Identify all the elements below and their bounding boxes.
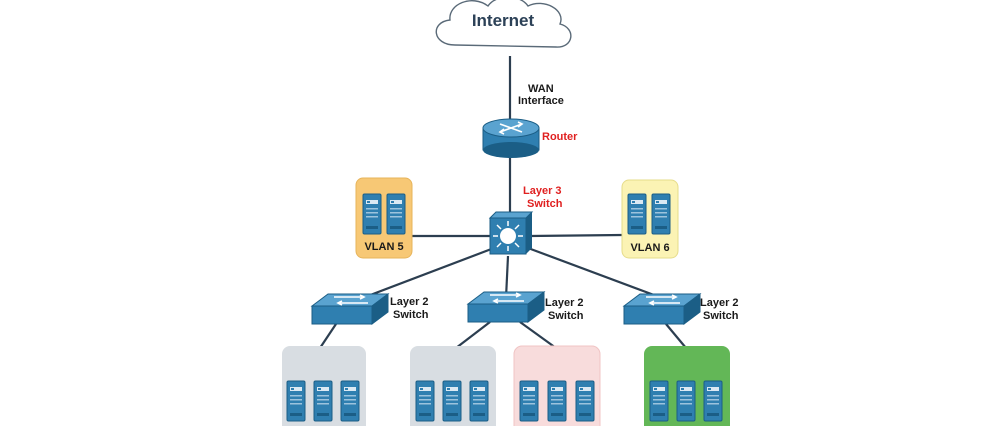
layer3-switch-label-line2: Switch bbox=[527, 198, 563, 210]
layer2-switch-3-label-line1: Layer 2 bbox=[700, 297, 739, 309]
switch-icon bbox=[623, 293, 701, 325]
layer3-switch: Layer 3 Switch bbox=[488, 185, 563, 255]
layer2-switch-2: Layer 2 Switch bbox=[467, 291, 584, 323]
server-icon bbox=[627, 193, 647, 235]
layer2-switch-2-label-line2: Switch bbox=[548, 310, 584, 322]
server-icon bbox=[362, 193, 382, 235]
server-icon bbox=[651, 193, 671, 235]
server-icon bbox=[313, 380, 333, 422]
server-group-gray-left bbox=[282, 346, 366, 426]
server-icon bbox=[547, 380, 567, 422]
vlan5-label: VLAN 5 bbox=[364, 241, 403, 253]
vlan6-label: VLAN 6 bbox=[630, 242, 669, 254]
internet-cloud: Internet bbox=[435, 0, 572, 48]
server-icon bbox=[442, 380, 462, 422]
multilayer-switch-icon bbox=[488, 211, 534, 255]
cloud-label: Internet bbox=[472, 11, 535, 30]
layer2-switch-1: Layer 2 Switch bbox=[311, 293, 429, 325]
server-icon bbox=[575, 380, 595, 422]
layer2-switch-1-label-line2: Switch bbox=[393, 309, 429, 321]
vlan5-group: VLAN 5 bbox=[355, 177, 413, 259]
server-icon bbox=[649, 380, 669, 422]
server-group-pink bbox=[513, 345, 601, 426]
server-icon bbox=[469, 380, 489, 422]
router-label: Router bbox=[542, 131, 578, 143]
server-icon bbox=[286, 380, 306, 422]
server-icon bbox=[703, 380, 723, 422]
layer2-switch-2-label-line1: Layer 2 bbox=[545, 297, 584, 309]
server-group-gray-middle bbox=[410, 346, 496, 426]
server-icon bbox=[676, 380, 696, 422]
wan-label-line1: WAN bbox=[528, 83, 554, 95]
layer3-switch-label-line1: Layer 3 bbox=[523, 185, 562, 197]
switch-icon bbox=[467, 291, 545, 323]
cloud-icon bbox=[435, 0, 572, 48]
server-icon bbox=[386, 193, 406, 235]
router-icon bbox=[482, 118, 540, 158]
vlan6-group: VLAN 6 bbox=[621, 179, 679, 259]
layer2-switch-1-label-line1: Layer 2 bbox=[390, 296, 429, 308]
server-icon bbox=[415, 380, 435, 422]
server-icon bbox=[519, 380, 539, 422]
server-group-green bbox=[644, 346, 730, 426]
wan-label-line2: Interface bbox=[518, 95, 564, 107]
layer2-switch-3: Layer 2 Switch bbox=[623, 293, 739, 325]
server-icon bbox=[340, 380, 360, 422]
connection-lines bbox=[319, 56, 687, 349]
switch-icon bbox=[311, 293, 389, 325]
layer2-switch-3-label-line2: Switch bbox=[703, 310, 739, 322]
router: Router bbox=[482, 118, 578, 158]
